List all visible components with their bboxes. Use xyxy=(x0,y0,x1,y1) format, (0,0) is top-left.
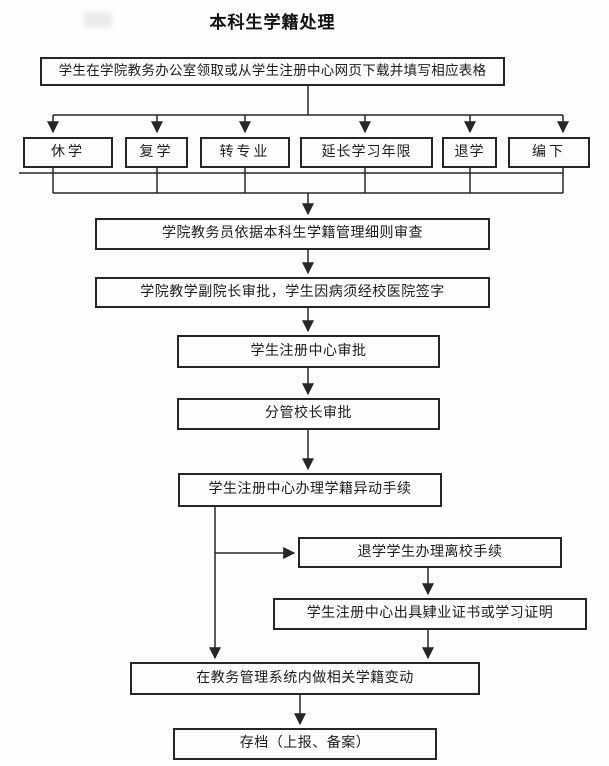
node-status-change-procedure: 学生注册中心办理学籍异动手续 xyxy=(178,473,442,507)
node-resume-study: 复学 xyxy=(125,137,188,168)
node-start-obtain-forms: 学生在学院教务办公室领取或从学生注册中心网页下载并填写相应表格 xyxy=(40,57,505,86)
scan-smudge-artifact xyxy=(84,12,112,27)
node-system-status-update: 在教务管理系统内做相关学籍变动 xyxy=(130,662,480,695)
node-transfer-down-grade: 编下 xyxy=(508,137,590,168)
node-college-registrar-review: 学院教务员依据本科生学籍管理细则审查 xyxy=(95,218,490,250)
node-vice-president-approval: 分管校长审批 xyxy=(177,398,440,430)
node-change-major: 转专业 xyxy=(200,137,290,168)
node-registration-center-approval: 学生注册中心审批 xyxy=(177,335,440,368)
page-title: 本科生学籍处理 xyxy=(209,13,336,33)
node-archive: 存档（上报、备案） xyxy=(173,728,437,760)
node-issue-certificate: 学生注册中心出具肄业证书或学习证明 xyxy=(273,598,587,630)
node-withdraw: 退学 xyxy=(442,137,497,168)
node-withdrawal-leave-procedure: 退学学生办理离校手续 xyxy=(298,537,562,568)
node-suspend-study: 休学 xyxy=(23,137,113,168)
node-vice-dean-approval: 学院教学副院长审批，学生因病须经校医院签字 xyxy=(95,277,490,308)
node-extend-study-years: 延长学习年限 xyxy=(300,137,433,168)
